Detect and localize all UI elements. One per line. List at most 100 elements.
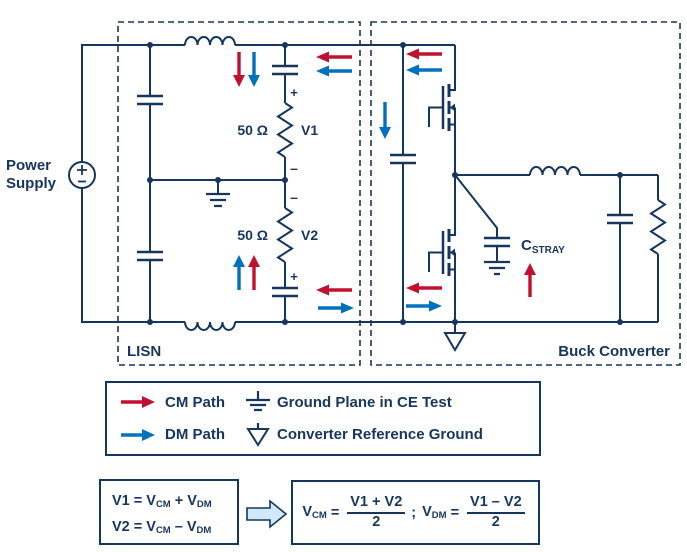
dm-arrow-lisn-bottom-right-icon (318, 302, 354, 314)
wire-bottom-left (81, 188, 185, 323)
eq-vcm-sub: CM (312, 510, 327, 521)
lisn-bottom-inductor-icon (184, 321, 236, 331)
v1-plus-sign: + (290, 85, 298, 100)
v1-label: V1 (301, 122, 318, 138)
v1-coupling-cap-icon (272, 64, 298, 76)
dm-path-arrows (233, 52, 442, 314)
eq-vcm-numerator: V1 + V2 (347, 494, 406, 514)
lisn-top-inductor-icon (184, 36, 236, 46)
equation-v2: V2 = VCM – VDM (112, 516, 237, 542)
eq-vdm-denominator: 2 (491, 514, 500, 530)
equation-box-left: V1 = VCM + VDM V2 = VCM – VDM (99, 479, 239, 545)
circuit-schematic: Power Supply LISN Buck Converter 50 Ω V1… (6, 21, 681, 366)
eq-vcm-v: V (302, 504, 313, 520)
ground-plane-icon (246, 391, 270, 412)
eq-v2-sub-cm: CM (155, 525, 171, 536)
r1-value-label: 50 Ω (237, 122, 268, 138)
capacitors (137, 64, 633, 298)
power-supply-label-line2: Supply (6, 175, 57, 192)
converter-reference-ground-label: Converter Reference Ground (277, 426, 483, 444)
eq-vdm-symbol: VDM (422, 504, 446, 521)
r2-50ohm-icon (276, 207, 294, 263)
cstray-cap-icon (484, 236, 510, 248)
power-supply-symbol (68, 161, 96, 189)
v2-plus-sign: + (290, 269, 298, 284)
ls-body-arrow (450, 248, 455, 257)
eq-v2-sub-dm: DM (196, 525, 212, 536)
equation-v1: V1 = VCM + VDM (112, 490, 237, 516)
eq-vdm-sub: DM (431, 510, 447, 521)
buck-output-inductor-icon (529, 166, 581, 176)
cstray-branch (454, 174, 498, 262)
high-side-mosfet-icon (441, 84, 455, 131)
v2-label: V2 (301, 227, 318, 243)
cstray-label-main: C (521, 237, 532, 254)
load-resistor-icon (649, 199, 667, 255)
hs-mosfet-gate-lead (428, 106, 443, 127)
dm-arrow-lisn-down-icon (248, 52, 260, 87)
cm-arrow-lisn-down-icon (233, 52, 245, 87)
legend-row-dm: DM Path Converter Reference Ground (119, 419, 531, 451)
ground-plane-label: Ground Plane in CE Test (277, 393, 452, 411)
eq-vcm-equals: = (330, 504, 340, 521)
lisn-boundary-box (117, 21, 361, 366)
cstray-label-sub: STRAY (532, 245, 565, 256)
cm-arrow-cstray-up-icon (524, 263, 536, 297)
hs-body-arrow (450, 103, 455, 112)
eq-v1-sub-cm: CM (155, 499, 171, 510)
dm-arrow-buck-bottom-right-icon (406, 300, 442, 312)
cm-path-arrows (233, 48, 536, 297)
cm-path-label: CM Path (165, 393, 225, 411)
hs-mosfet-leads (449, 45, 456, 175)
buck-converter-label: Buck Converter (558, 343, 670, 360)
plus-terminal (77, 165, 87, 175)
cstray-label: CSTRAY (521, 237, 565, 256)
eq-v1-mid: + V (170, 493, 197, 509)
cstray-earth-ground-icon (484, 260, 510, 276)
converter-reference-ground-icon (246, 422, 270, 447)
eq-vdm-v: V (422, 504, 432, 520)
dm-arrow-input-down-icon (379, 102, 391, 139)
lisn-bottom-cap-icon (137, 250, 163, 262)
cm-path-arrow-icon (121, 396, 155, 409)
junction-dots (147, 42, 623, 325)
dm-arrow-lisn-up-icon (233, 255, 245, 290)
resistors (276, 102, 667, 263)
ls-mosfet-gate-lead (428, 251, 443, 272)
lisn-earth-ground-icon (206, 192, 230, 208)
cm-arrow-lisn-bottom-left-icon (316, 284, 352, 296)
cm-arrow-buck-bottom-left-icon (406, 282, 442, 294)
dm-path-arrow-icon (121, 428, 155, 441)
eq-v2-text: V2 = V (112, 519, 156, 535)
eq-vcm-symbol: VCM (302, 504, 326, 521)
v1-minus-sign: – (290, 160, 298, 176)
eq-separator: ; (411, 504, 417, 521)
eq-v2-mid: – V (170, 519, 197, 535)
converter-ref-ground-icon (443, 332, 467, 352)
r2-value-label: 50 Ω (237, 227, 268, 243)
eq-vdm-equals: = (450, 504, 460, 521)
lisn-top-cap-icon (137, 94, 163, 106)
low-side-mosfet-icon (441, 229, 455, 276)
implies-arrow-icon (246, 499, 288, 529)
buck-input-cap-icon (390, 153, 416, 165)
legend-box: CM Path Ground Plane in CE Test DM Path … (105, 381, 541, 456)
eq-v1-sub-dm: DM (196, 499, 212, 510)
dm-arrow-lisn-top-left-icon (316, 65, 352, 77)
cm-arrow-lisn-top-left-icon (316, 51, 352, 63)
wire-top-left (81, 44, 185, 162)
v2-coupling-cap-icon (272, 286, 298, 298)
power-supply-label-line1: Power (6, 157, 51, 174)
eq-v1-text: V1 = V (112, 493, 156, 509)
buck-output-cap-icon (607, 213, 633, 225)
dm-arrow-buck-top-left-icon (406, 64, 442, 76)
r1-50ohm-icon (276, 102, 294, 158)
eq-vcm-denominator: 2 (372, 514, 381, 530)
v2-minus-sign: – (290, 189, 298, 205)
buck-boundary-box (370, 21, 681, 366)
legend-row-cm: CM Path Ground Plane in CE Test (119, 386, 531, 418)
